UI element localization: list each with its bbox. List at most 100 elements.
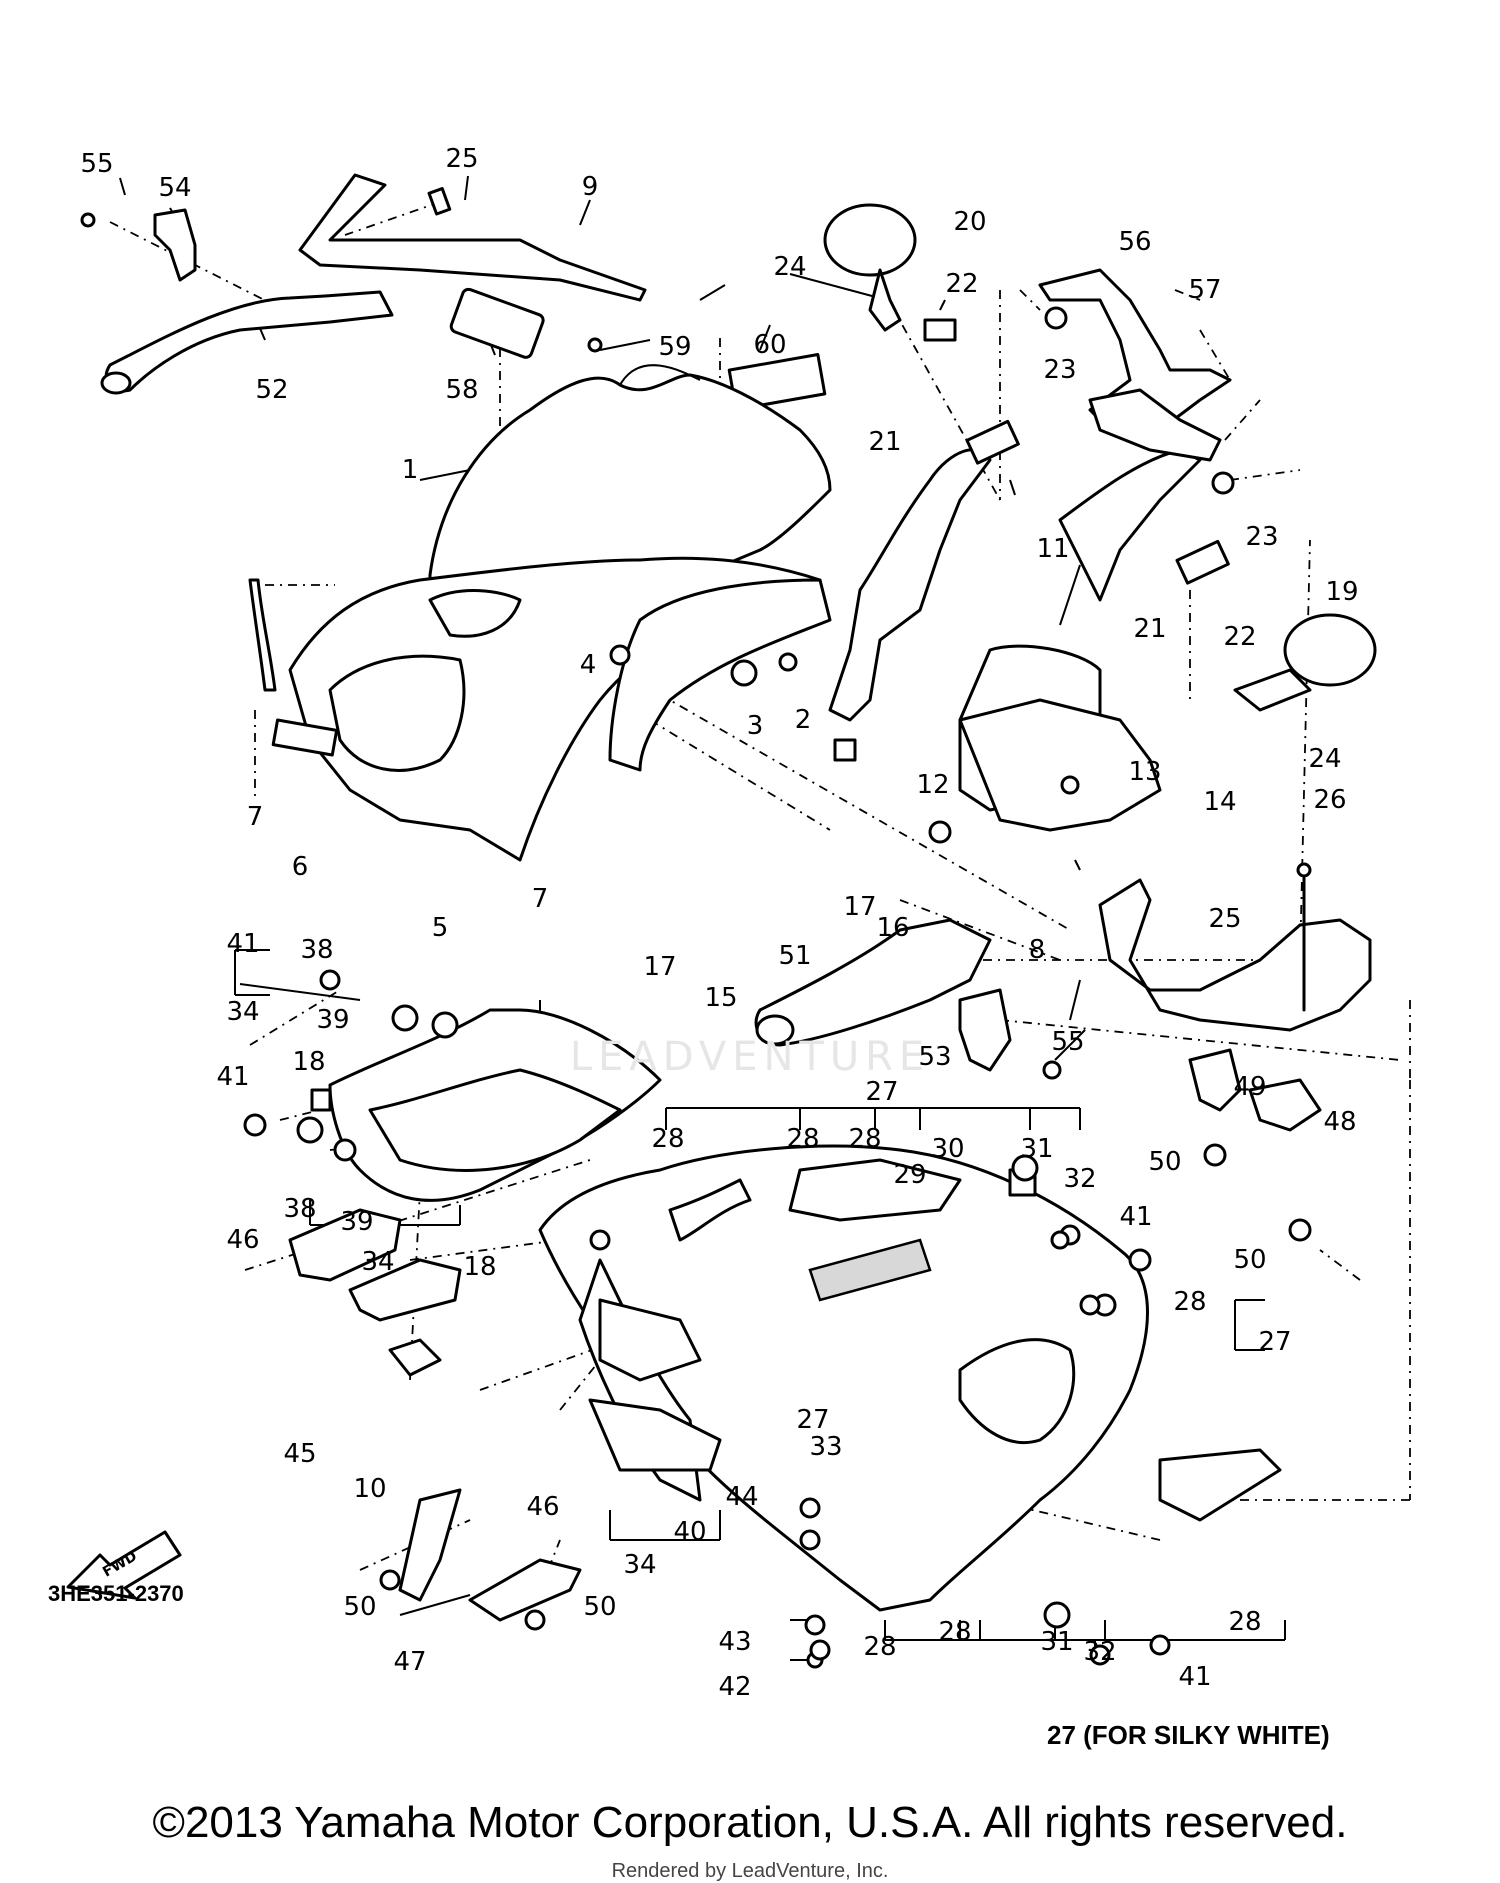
callout-c43: 43	[718, 1627, 751, 1657]
mirror-20	[823, 203, 917, 277]
callout-c16: 16	[876, 913, 909, 943]
callout-c48: 48	[1323, 1107, 1356, 1137]
callout-c25a: 25	[445, 144, 478, 174]
callout-c50a: 50	[1148, 1147, 1181, 1177]
callout-c46b: 46	[526, 1492, 559, 1522]
callout-c4: 4	[580, 650, 597, 680]
callout-c24a: 24	[773, 252, 806, 282]
callout-c18b: 18	[463, 1252, 496, 1282]
callout-c3: 3	[747, 711, 764, 741]
callout-c34c: 34	[623, 1550, 656, 1580]
callout-c56: 56	[1118, 227, 1151, 257]
callout-c7b: 7	[532, 884, 549, 914]
callout-c28d: 28	[1173, 1287, 1206, 1317]
stay-8	[1098, 878, 1372, 1032]
callout-c10: 10	[353, 1474, 386, 1504]
callout-c28e: 28	[863, 1632, 896, 1662]
callout-c1: 1	[402, 455, 419, 485]
watermark: LEADVENTURE	[570, 1034, 930, 1080]
callout-c20: 20	[953, 207, 986, 237]
callout-c34b: 34	[361, 1247, 394, 1277]
callout-c51: 51	[778, 941, 811, 971]
fwd-arrow-icon	[66, 1530, 182, 1600]
callout-c38a: 38	[300, 935, 333, 965]
callout-c45: 45	[283, 1439, 316, 1469]
callout-c21b: 21	[1133, 614, 1166, 644]
callout-c41d: 41	[1178, 1662, 1211, 1692]
callout-c31b: 31	[1040, 1627, 1073, 1657]
callout-c46a: 46	[226, 1225, 259, 1255]
copyright-notice: ©2013 Yamaha Motor Corporation, U.S.A. A…	[152, 1798, 1348, 1847]
callout-c55b: 55	[1051, 1027, 1084, 1057]
callout-c24b: 24	[1308, 744, 1341, 774]
callout-c55a: 55	[80, 149, 113, 179]
callout-c19: 19	[1325, 577, 1358, 607]
callout-c27c: 27	[796, 1405, 829, 1435]
duct-52	[104, 290, 394, 393]
callout-c49: 49	[1233, 1072, 1266, 1102]
callout-c32a: 32	[1063, 1164, 1096, 1194]
callout-c8: 8	[1029, 935, 1046, 965]
callout-c23b: 23	[1245, 522, 1278, 552]
callout-c29: 29	[893, 1160, 926, 1190]
callout-c7a: 7	[247, 802, 264, 832]
callout-c30: 30	[931, 1134, 964, 1164]
callout-c41b: 41	[216, 1062, 249, 1092]
stay-frame-11	[828, 448, 992, 722]
callout-c27a: 27	[865, 1077, 898, 1107]
callout-c28c: 28	[848, 1124, 881, 1154]
callout-c40: 40	[673, 1517, 706, 1547]
callout-c5: 5	[432, 913, 449, 943]
callout-c57: 57	[1188, 275, 1221, 305]
callout-c38b: 38	[283, 1194, 316, 1224]
callout-c53: 53	[918, 1042, 951, 1072]
callout-c6: 6	[292, 852, 309, 882]
callout-c32b: 32	[1083, 1637, 1116, 1667]
callout-c60: 60	[753, 330, 786, 360]
callout-c54: 54	[158, 173, 191, 203]
callout-c22b: 22	[1223, 622, 1256, 652]
callout-c47: 47	[393, 1647, 426, 1677]
callout-c13: 13	[1128, 757, 1161, 787]
stay-56	[1038, 268, 1232, 432]
callout-c17a: 17	[843, 892, 876, 922]
callout-c33: 33	[809, 1432, 842, 1462]
callout-c39a: 39	[316, 1005, 349, 1035]
callout-c14: 14	[1203, 787, 1236, 817]
callout-c11: 11	[1036, 534, 1069, 564]
callout-c58: 58	[445, 375, 478, 405]
callout-c28f: 28	[938, 1617, 971, 1647]
callout-c41a: 41	[226, 929, 259, 959]
callout-c12: 12	[916, 770, 949, 800]
parts	[66, 173, 1377, 1669]
callout-c41c: 41	[1119, 1202, 1152, 1232]
callout-c28a: 28	[651, 1124, 684, 1154]
callout-c28b: 28	[786, 1124, 819, 1154]
callout-c2: 2	[795, 705, 812, 735]
callout-c18a: 18	[292, 1047, 325, 1077]
callout-c39b: 39	[340, 1207, 373, 1237]
rendered-by-note: Rendered by LeadVenture, Inc.	[611, 1860, 889, 1882]
callout-c27b: 27	[1258, 1327, 1291, 1357]
callout-c59: 59	[658, 332, 691, 362]
silky-white-note: 27 (FOR SILKY WHITE)	[1047, 1720, 1330, 1750]
callout-c9: 9	[582, 172, 599, 202]
upper-cowl-5	[288, 556, 822, 862]
callout-c21a: 21	[868, 427, 901, 457]
callout-c15: 15	[704, 983, 737, 1013]
callout-c25b: 25	[1208, 904, 1241, 934]
callout-c50b: 50	[1233, 1245, 1266, 1275]
callout-c31a: 31	[1020, 1134, 1053, 1164]
callout-c42: 42	[718, 1672, 751, 1702]
callout-c26: 26	[1313, 785, 1346, 815]
callout-c22a: 22	[945, 269, 978, 299]
callout-c23a: 23	[1043, 355, 1076, 385]
callout-c50d: 50	[583, 1592, 616, 1622]
callout-c34a: 34	[226, 997, 259, 1027]
callout-c28g: 28	[1228, 1607, 1261, 1637]
mirror-19	[1283, 613, 1377, 687]
callout-c50c: 50	[343, 1592, 376, 1622]
callout-c52: 52	[255, 375, 288, 405]
